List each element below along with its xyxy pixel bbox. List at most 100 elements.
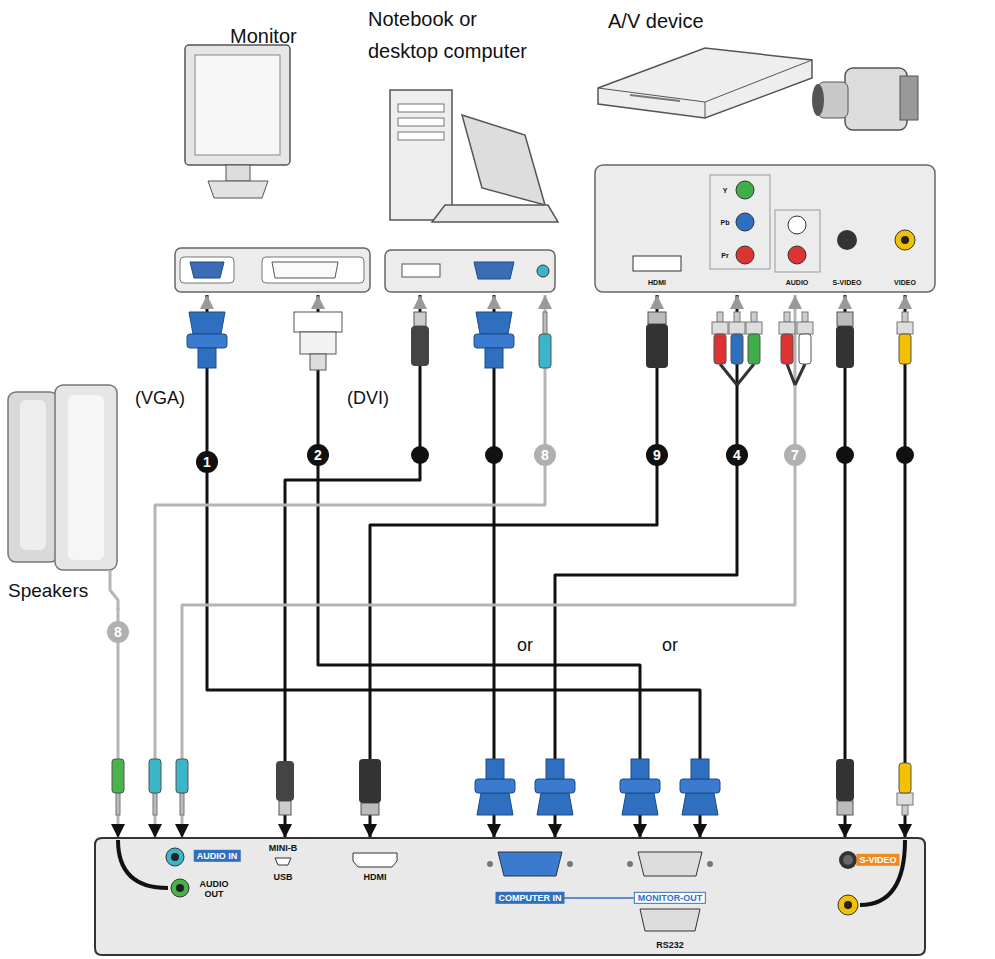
cable-dots-part <box>896 446 914 464</box>
cable-label: (VGA) <box>135 388 185 409</box>
computer-figure-part <box>385 250 555 292</box>
av-device-figure-part <box>901 236 909 244</box>
av-device-figure-part <box>900 76 918 120</box>
projector-plugs-part <box>897 763 913 815</box>
projector-plugs-part <box>475 759 515 815</box>
projector-plugs-part <box>359 759 381 815</box>
projector-panel-figure-part <box>171 879 189 897</box>
port-label: VIDEO <box>894 279 916 286</box>
projector-plugs-part <box>535 759 575 815</box>
projector-panel-figure-part <box>176 884 184 892</box>
cable <box>844 295 847 838</box>
projector-panel-figure-part <box>844 901 852 909</box>
projector-plugs-part <box>620 759 660 815</box>
callout-number: 4 <box>726 444 748 466</box>
cable-label: or <box>517 635 533 656</box>
callout-number: 8 <box>107 621 129 643</box>
av-device-figure-part <box>736 181 754 199</box>
computer-figure-part <box>398 118 444 126</box>
projector-panel-figure-part <box>843 855 853 865</box>
projector-plugs-part <box>836 759 854 815</box>
cable <box>370 295 657 838</box>
av-device-figure-part <box>633 256 681 271</box>
computer-figure-part <box>402 264 440 277</box>
speakers-figure-part <box>55 385 117 570</box>
port-label: AUDIO <box>786 279 809 286</box>
cable-label: or <box>662 635 678 656</box>
device-label: Monitor <box>230 20 297 52</box>
monitor-figure-part <box>185 45 290 165</box>
device-label: Notebook or desktop computer <box>368 3 546 67</box>
cable-label: (DVI) <box>347 388 389 409</box>
speakers-figure-part <box>8 392 58 562</box>
port-label: MINI-B <box>269 843 298 853</box>
device-plugs-part <box>474 312 514 368</box>
projector-plugs-part <box>176 759 188 815</box>
callout-number: 2 <box>307 444 329 466</box>
computer-figure-part <box>432 205 558 222</box>
port-label: Pb <box>721 219 730 226</box>
cable-dots-part <box>485 446 503 464</box>
port-label: AUDIO OUT <box>194 879 234 900</box>
monitor-figure-part <box>272 262 338 278</box>
cable <box>182 295 795 838</box>
device-label: Speakers <box>8 576 88 606</box>
cable <box>493 295 496 838</box>
monitor-figure-part <box>226 165 250 181</box>
speakers-figure-part <box>20 400 46 550</box>
device-plugs-part <box>712 312 728 364</box>
projector-panel-figure-part <box>563 897 635 899</box>
av-device-figure <box>595 48 935 292</box>
speakers-figure <box>8 385 118 610</box>
projector-panel-figure-part <box>95 838 925 955</box>
projector-plugs-part <box>149 759 161 815</box>
av-device-figure-part <box>736 246 754 264</box>
cable-dots-part <box>411 446 429 464</box>
projector-panel-figure-part <box>567 861 573 867</box>
av-device-figure-part <box>595 165 935 292</box>
av-device-figure-part <box>788 216 806 234</box>
monitor-figure-part <box>180 257 234 283</box>
computer-figure-part <box>462 115 545 205</box>
computer-figure-part <box>390 90 452 220</box>
cable-dots-part <box>836 446 854 464</box>
port-label: RS232 <box>656 940 684 950</box>
device-plugs-part <box>797 312 813 364</box>
callout-number: 9 <box>646 444 668 466</box>
cable <box>318 295 640 838</box>
cable <box>555 295 737 838</box>
computer-figure-part <box>474 262 514 279</box>
monitor-node: Monitor <box>170 15 375 295</box>
computer-figure-part <box>537 265 549 277</box>
cable <box>904 295 907 838</box>
cable <box>155 295 545 838</box>
device-label: A/V device <box>608 5 704 37</box>
av-device-figure-part <box>895 230 915 250</box>
projector-panel-figure-part <box>353 853 397 867</box>
speakers-figure-part <box>110 570 118 610</box>
monitor-figure-part <box>190 262 224 278</box>
projector-panel-figure-part <box>118 840 168 888</box>
av-device-figure-part <box>775 210 820 272</box>
device-plugs-part <box>646 312 668 368</box>
av-device-figure-part <box>812 84 824 116</box>
callout-number: 1 <box>196 451 218 473</box>
callout-number: 7 <box>784 444 806 466</box>
cable <box>207 295 700 838</box>
projector-panel-figure-part <box>707 861 713 867</box>
port-label: MONITOR-OUT <box>634 892 706 904</box>
computer-figure-part <box>398 132 444 140</box>
device-plugs-part <box>720 364 805 385</box>
projector-panel-figure-part <box>171 853 179 861</box>
device-plugs-part <box>729 312 745 364</box>
projector-panel-figure-part <box>627 861 633 867</box>
computer-node: Notebook or desktop computer <box>365 3 565 295</box>
projector-panel-figure-part <box>838 895 858 915</box>
monitor-figure <box>175 45 370 292</box>
projector-panel-figure-part <box>860 840 905 905</box>
projector-plugs-part <box>276 761 294 815</box>
port-label: Pr <box>721 252 728 259</box>
port-label: Y <box>723 187 728 194</box>
av-device-figure-part <box>845 68 907 130</box>
